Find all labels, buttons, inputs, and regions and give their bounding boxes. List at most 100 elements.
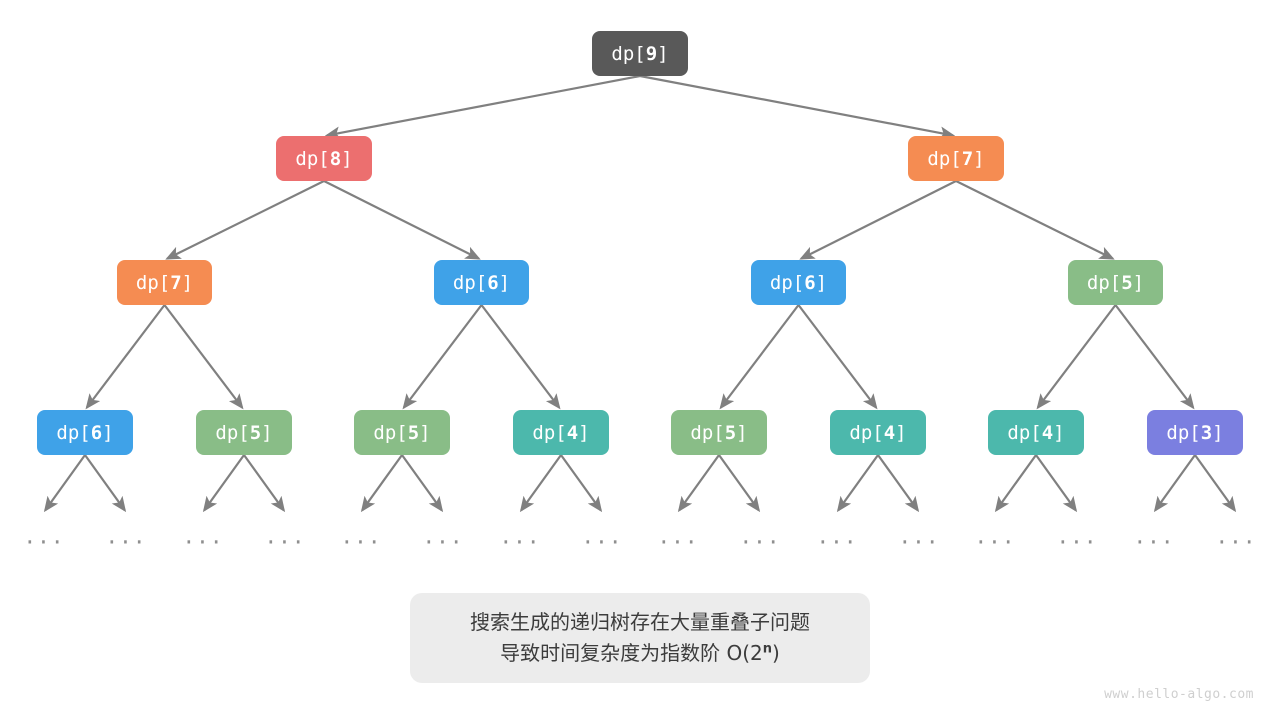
tree-node-dp7: dp[7] [908, 136, 1004, 181]
tree-node-dp6: dp[6] [751, 260, 846, 305]
node-label-prefix: dp[ [135, 271, 171, 294]
ellipsis-marker: ... [499, 524, 541, 549]
node-label-index: 5 [1121, 271, 1133, 294]
ellipsis-marker: ... [1056, 524, 1098, 549]
ellipsis-marker: ... [1215, 524, 1257, 549]
node-label-prefix: dp[ [690, 421, 725, 444]
caption-line-1: 搜索生成的递归树存在大量重叠子问题 [470, 610, 810, 634]
caption-line-2-prefix: 导致时间复杂度为指数阶 O(2 [500, 641, 763, 665]
node-label-suffix: ] [815, 271, 828, 294]
edge-n3-to-n7 [85, 304, 166, 410]
ellipsis-marker: ... [264, 524, 306, 549]
caption-line-2: 导致时间复杂度为指数阶 O(2n) [500, 638, 780, 669]
ellipsis-marker: ... [1133, 524, 1175, 549]
node-label-index: 6 [804, 271, 816, 294]
node-label-prefix: dp[ [927, 147, 962, 170]
tree-node-dp7: dp[7] [117, 260, 212, 305]
leaf-edge-4 [360, 454, 403, 513]
ellipsis-marker: ... [581, 524, 623, 549]
ellipsis-marker: ... [105, 524, 147, 549]
leaf-edge-5 [401, 454, 444, 513]
edge-n1-to-n3 [165, 180, 325, 260]
ellipsis-marker: ... [898, 524, 940, 549]
ellipsis-marker: ... [23, 524, 65, 549]
node-label-prefix: dp[ [373, 421, 408, 444]
edge-n3-to-n8 [163, 304, 244, 410]
node-label-index: 6 [487, 271, 499, 294]
tree-node-dp4: dp[4] [513, 410, 609, 455]
edge-n2-to-n6 [955, 180, 1115, 260]
node-label-suffix: ] [498, 271, 511, 294]
ellipsis-marker: ... [816, 524, 858, 549]
node-label-suffix: ] [102, 421, 114, 444]
edge-n0-to-n2 [639, 74, 956, 140]
leaf-edge-10 [836, 454, 879, 513]
leaf-edge-12 [994, 454, 1037, 513]
edge-n1-to-n4 [323, 180, 481, 260]
node-label-index: 8 [329, 147, 342, 170]
node-label-prefix: dp[ [452, 271, 488, 294]
edge-n5-to-n12 [797, 304, 878, 410]
tree-node-dp5: dp[5] [1068, 260, 1163, 305]
leaf-edge-13 [1035, 454, 1078, 513]
leaf-edge-15 [1194, 454, 1237, 513]
node-label-prefix: dp[ [1166, 421, 1201, 444]
tree-node-dp5: dp[5] [196, 410, 292, 455]
node-label-index: 4 [883, 421, 896, 444]
node-label-prefix: dp[ [532, 421, 567, 444]
ellipsis-marker: ... [340, 524, 382, 549]
node-label-prefix: dp[ [611, 42, 646, 65]
ellipsis-marker: ... [182, 524, 224, 549]
node-label-suffix: ] [736, 421, 748, 444]
tree-node-dp9: dp[9] [592, 31, 688, 76]
node-label-index: 4 [1041, 421, 1054, 444]
caption-exponent: n [762, 641, 773, 657]
tree-node-dp6: dp[6] [434, 260, 529, 305]
ellipsis-marker: ... [974, 524, 1016, 549]
node-label-index: 5 [724, 421, 737, 444]
node-label-index: 4 [566, 421, 579, 444]
tree-node-dp8: dp[8] [276, 136, 372, 181]
edge-n4-to-n10 [480, 304, 561, 410]
node-label-prefix: dp[ [849, 421, 884, 444]
node-label-prefix: dp[ [56, 421, 91, 444]
node-label-index: 6 [90, 421, 103, 444]
node-label-suffix: ] [895, 421, 907, 444]
node-label-index: 9 [645, 42, 658, 65]
node-label-suffix: ] [657, 42, 669, 65]
ellipsis-marker: ... [422, 524, 464, 549]
caption-box: 搜索生成的递归树存在大量重叠子问题 导致时间复杂度为指数阶 O(2n) [410, 593, 870, 683]
edge-n4-to-n9 [402, 304, 483, 410]
leaf-edge-9 [718, 454, 761, 513]
tree-node-dp3: dp[3] [1147, 410, 1243, 455]
tree-node-dp4: dp[4] [988, 410, 1084, 455]
tree-node-dp4: dp[4] [830, 410, 926, 455]
node-label-prefix: dp[ [1086, 271, 1122, 294]
tree-node-dp6: dp[6] [37, 410, 133, 455]
node-label-suffix: ] [973, 147, 985, 170]
leaf-edge-6 [519, 454, 562, 513]
node-label-suffix: ] [341, 147, 353, 170]
node-label-suffix: ] [261, 421, 273, 444]
ellipsis-marker: ... [739, 524, 781, 549]
leaf-edge-2 [202, 454, 245, 513]
leaf-edge-1 [84, 454, 127, 513]
leaf-edge-7 [560, 454, 603, 513]
edge-n0-to-n1 [324, 74, 641, 140]
leaf-edge-3 [243, 454, 286, 513]
watermark: www.hello-algo.com [1104, 687, 1254, 702]
node-label-prefix: dp[ [295, 147, 330, 170]
ellipsis-marker: ... [657, 524, 699, 549]
tree-edges [85, 74, 1195, 410]
node-label-suffix: ] [1053, 421, 1065, 444]
leaf-edge-0 [43, 454, 86, 513]
node-label-index: 7 [961, 147, 974, 170]
node-label-index: 3 [1200, 421, 1213, 444]
tree-node-dp5: dp[5] [354, 410, 450, 455]
leaf-edges [43, 454, 1237, 513]
node-label-suffix: ] [1212, 421, 1224, 444]
edge-n2-to-n5 [799, 180, 957, 260]
node-label-index: 5 [249, 421, 262, 444]
